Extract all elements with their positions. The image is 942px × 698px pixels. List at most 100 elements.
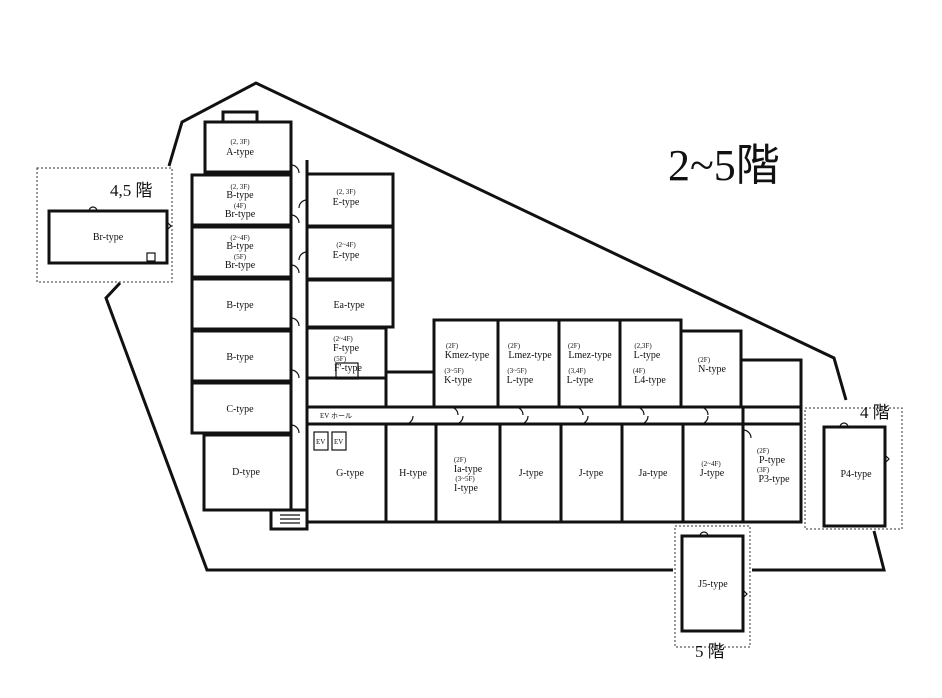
j5-annex-label: 5 階 (695, 642, 725, 661)
j5-annex-box (674, 525, 751, 648)
unit-note: (2F) (446, 342, 459, 350)
door-icon (449, 406, 459, 416)
unit-label: L4-type (634, 375, 666, 386)
unit-note: (2, 3F) (336, 188, 356, 196)
unit-label: J-type (579, 468, 604, 479)
p4-annex-box (804, 407, 903, 530)
door-icon (742, 589, 748, 599)
unit-label: P4-type (840, 469, 872, 480)
ev-label-1: EV (316, 438, 325, 446)
unit-label: Lmez-type (508, 350, 552, 361)
unit-label: F-type (333, 343, 360, 354)
unit-f (305, 326, 388, 380)
unit-label: P-type (759, 455, 786, 466)
p4-annex-label: 4 階 (860, 403, 890, 422)
unit-label: C-type (226, 404, 254, 415)
unit-note: (3~5F) (444, 367, 464, 375)
unit-note: (2,3F) (634, 342, 652, 350)
unit-label: Br-type (225, 260, 256, 271)
unit-label: H-type (399, 468, 427, 479)
unit-label: B-type (226, 300, 254, 311)
unit-note: (2F) (508, 342, 521, 350)
unit-note: (2~4F) (336, 241, 356, 249)
doors (290, 164, 890, 599)
floor-title: 2~5階 (668, 141, 780, 190)
door-icon (290, 164, 300, 174)
elevator-1 (313, 431, 329, 451)
unit-note: (2F) (698, 356, 711, 364)
unit-p (741, 405, 803, 524)
site-boundary (167, 81, 848, 401)
br-annex-label: 4,5 階 (110, 181, 153, 200)
unit-note: (2F) (757, 447, 770, 455)
stair-icon (280, 514, 300, 524)
unit-label: B-type (226, 241, 254, 252)
stair-icon (335, 362, 359, 380)
unit-labels: Br-type (2, 3F) A-type (2, 3F) B-type (4… (93, 138, 872, 590)
br-annex-box (36, 167, 173, 283)
unit-br-annex (47, 209, 169, 265)
door-icon (290, 264, 300, 274)
door-icon (298, 251, 308, 261)
unit-label: I-type (454, 483, 478, 494)
unit-k (432, 318, 500, 409)
unit-l2 (557, 318, 622, 409)
unit-j5 (680, 534, 745, 633)
balcony (221, 110, 259, 124)
door-icon (699, 415, 709, 425)
door-icon (699, 531, 709, 537)
unit-note: (5F) (334, 355, 347, 363)
unit-note: (4F) (234, 202, 247, 210)
unit-label: Ia-type (454, 464, 483, 475)
door-icon (290, 317, 300, 327)
unit-note: (2F) (568, 342, 581, 350)
door-icon (290, 424, 300, 434)
stair-core (384, 370, 436, 409)
unit-label: G-type (336, 468, 364, 479)
n-annex (739, 358, 803, 409)
unit-note: (3~5F) (455, 475, 475, 483)
unit-note: (2, 3F) (230, 183, 250, 191)
unit-note: (3,4F) (568, 367, 586, 375)
unit-note: (2~4F) (701, 460, 721, 468)
unit-note: (2~4F) (230, 234, 250, 242)
door-icon (579, 415, 589, 425)
stair-icon (146, 252, 156, 262)
unit-label: E-type (333, 250, 360, 261)
unit-label: F'-type (334, 363, 362, 374)
site-boundary-bottom-right (752, 530, 886, 572)
unit-note: (4F) (633, 367, 646, 375)
door-icon (88, 206, 98, 212)
unit-label: J5-type (698, 579, 728, 590)
unit-note: (2, 3F) (230, 138, 250, 146)
door-icon (639, 415, 649, 425)
unit-note: (2~4F) (333, 335, 353, 343)
door-icon (404, 415, 414, 425)
door-icon (884, 454, 890, 464)
unit-label: Br-type (93, 232, 124, 243)
unit-label: P3-type (758, 474, 790, 485)
unit-label: Br-type (225, 209, 256, 220)
unit-label: L-type (634, 350, 661, 361)
unit-label: Ea-type (333, 300, 365, 311)
unit-label: N-type (698, 364, 726, 375)
unit-note: (3~5F) (507, 367, 527, 375)
unit-label: Ja-type (639, 468, 668, 479)
door-icon (519, 415, 529, 425)
unit-label: Lmez-type (568, 350, 612, 361)
ev-hall-label: EV ホール (320, 412, 352, 420)
ev-label-2: EV (334, 438, 343, 446)
unit-label: Kmez-type (445, 350, 490, 361)
door-icon (635, 406, 645, 416)
unit-label: J-type (700, 468, 725, 479)
unit-label: A-type (226, 147, 254, 158)
door-icon (290, 214, 300, 224)
site-boundary-left (104, 281, 673, 572)
unit-label: L-type (567, 375, 594, 386)
door-icon (514, 406, 524, 416)
door-icon (290, 369, 300, 379)
unit-label: B-type (226, 352, 254, 363)
unit-note: (2F) (454, 456, 467, 464)
door-icon (742, 429, 752, 439)
